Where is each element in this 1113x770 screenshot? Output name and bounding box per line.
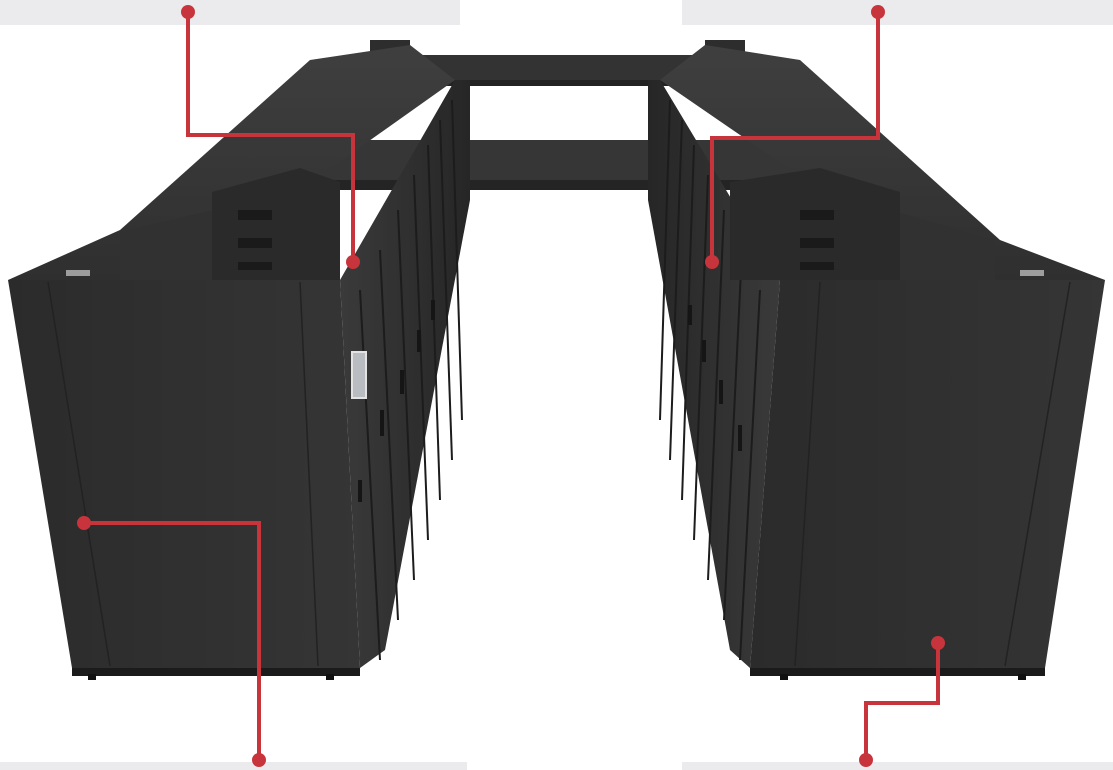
callout-dot-bottom-left-end (77, 516, 91, 530)
callout-dot-bottom-right-start (859, 753, 873, 767)
callout-box-top-right (682, 0, 1113, 25)
callout-dot-top-right-start (871, 5, 885, 19)
callout-box-top-left (0, 0, 460, 25)
left-rack-row (8, 45, 470, 680)
callout-dot-bottom-right-end (931, 636, 945, 650)
callout-dot-top-left-end (346, 255, 360, 269)
callout-lines (84, 12, 940, 760)
callout-line-bottom-left (84, 521, 261, 760)
callout-line-top-right (710, 12, 880, 262)
callout-dot-top-left-start (181, 5, 195, 19)
callout-dot-bottom-left-start (252, 753, 266, 767)
callout-box-bottom-left (0, 762, 467, 770)
callout-dots (77, 5, 945, 767)
callout-line-bottom-right (864, 643, 940, 760)
callout-line-top-left (186, 12, 355, 262)
right-rack-row (648, 45, 1105, 680)
callout-dot-top-right-end (705, 255, 719, 269)
callout-box-bottom-right (682, 762, 1113, 770)
